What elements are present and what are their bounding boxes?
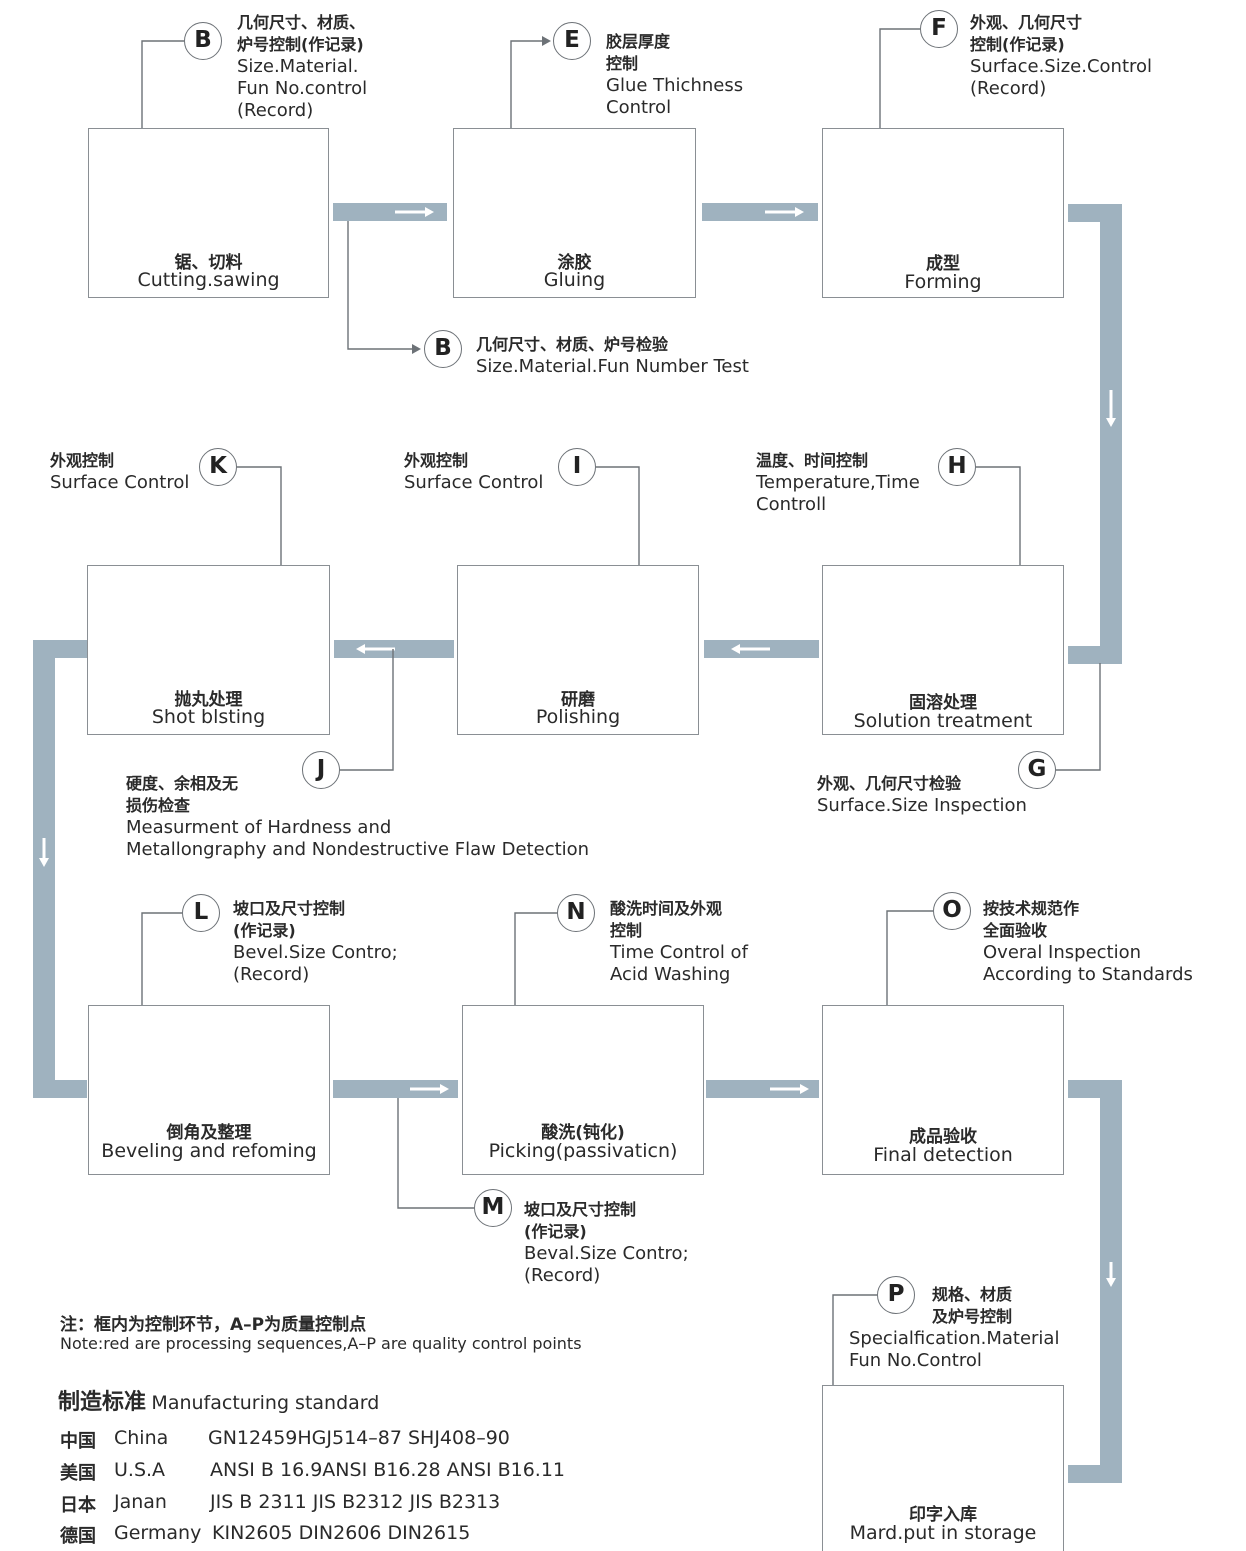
control-point-j: J	[302, 751, 340, 789]
standard-country-en: Germany	[114, 1522, 202, 1544]
control-label-i: 外观控制 Surface Control	[404, 451, 544, 493]
process-label-en: Picking(passivaticn)	[488, 1140, 678, 1162]
control-point-i: I	[558, 448, 596, 486]
standard-country-en: U.S.A	[114, 1459, 166, 1481]
process-label-en: Solution treatment	[853, 710, 1033, 732]
process-label-zh: 固溶处理	[909, 693, 977, 713]
standard-country-zh: 日本	[60, 1495, 96, 1516]
note-zh: 注：框内为控制环节，A–P为质量控制点	[60, 1315, 367, 1335]
control-point-e: E	[553, 22, 591, 60]
control-label-n: 酸洗时间及外观 控制 Time Control of Acid Washing	[610, 899, 748, 985]
standard-country-zh: 美国	[60, 1463, 96, 1484]
control-point-b-cutting: B	[184, 22, 222, 60]
process-box-cutting: 锯、切料 Cutting.sawing	[88, 128, 329, 298]
control-point-o: O	[933, 892, 971, 930]
process-box-storage: 印字入库 Mard.put in storage	[822, 1385, 1064, 1551]
control-label-l: 坡口及尺寸控制 (作记录) Bevel.Size Contro; (Record…	[233, 899, 398, 985]
process-label-en: Final detection	[873, 1144, 1013, 1166]
process-label-zh: 酸洗(钝化)	[541, 1123, 625, 1143]
control-point-f: F	[920, 10, 958, 48]
process-label-zh: 印字入库	[909, 1505, 977, 1525]
control-label-g: 外观、几何尺寸检验 Surface.Size Inspection	[817, 774, 1027, 816]
process-label-zh: 成品验收	[909, 1127, 977, 1147]
control-point-g: G	[1018, 751, 1056, 789]
process-label-en: Shot blsting	[151, 706, 266, 728]
process-label-zh: 锯、切料	[174, 253, 243, 273]
process-label-en: Cutting.sawing	[137, 269, 280, 291]
process-box-final-detection: 成品验收 Final detection	[822, 1005, 1064, 1175]
standard-codes: ANSI B 16.9ANSI B16.28 ANSI B16.11	[210, 1459, 566, 1481]
process-label-zh: 抛丸处理	[174, 690, 243, 710]
process-box-solution-treatment: 固溶处理 Solution treatment	[822, 565, 1064, 735]
control-label-j: 硬度、余相及无 损伤检查 Measurment of Hardness and …	[126, 774, 590, 860]
standard-country-zh: 德国	[60, 1526, 96, 1547]
process-label-en: Forming	[904, 271, 982, 293]
standard-codes: KIN2605 DIN2606 DIN2615	[212, 1522, 471, 1544]
standards-title: 制造标准 Manufacturing standard	[58, 1384, 379, 1416]
process-label-zh: 倒角及整理	[166, 1123, 252, 1143]
control-label-h: 温度、时间控制 Temperature,Time Controll	[756, 451, 920, 515]
control-point-h: H	[938, 448, 976, 486]
process-label-zh: 涂胶	[557, 253, 592, 273]
leader-lines	[141, 28, 1101, 1385]
control-label-m: 坡口及尺寸控制 (作记录) Beval.Size Contro; (Record…	[524, 1200, 689, 1286]
process-label-en: Beveling and refoming	[101, 1140, 317, 1162]
control-label-e: 胶层厚度 控制 Glue Thichness Control	[606, 32, 744, 118]
standard-country-en: China	[114, 1427, 169, 1449]
process-label-en: Polishing	[535, 706, 621, 728]
standard-codes: JIS B 2311 JIS B2312 JIS B2313	[210, 1491, 501, 1513]
standard-codes: GN12459HGJ514–87 SHJ408–90	[208, 1427, 510, 1449]
process-label-zh: 成型	[926, 254, 960, 274]
flow-arrows	[39, 207, 1116, 1287]
control-point-m: M	[474, 1189, 512, 1227]
control-label-b-test: 几何尺寸、材质、炉号检验 Size.Material.Fun Number Te…	[476, 335, 749, 377]
standards-title-en: Manufacturing standard	[151, 1392, 380, 1414]
control-label-f: 外观、几何尺寸 控制(作记录) Surface.Size.Control (Re…	[970, 13, 1153, 99]
control-point-n: N	[557, 894, 595, 932]
process-box-beveling: 倒角及整理 Beveling and refoming	[88, 1005, 330, 1175]
process-label-en: Gluing	[543, 269, 606, 291]
control-point-b-test: B	[424, 330, 462, 368]
control-label-p: 规格、材质 及炉号控制 Specialfication.Material Fun…	[849, 1285, 1060, 1371]
process-box-picking: 酸洗(钝化) Picking(passivaticn)	[462, 1005, 704, 1175]
note-en: Note:red are processing sequences,A–P ar…	[60, 1334, 582, 1353]
control-point-l: L	[182, 894, 220, 932]
control-label-o: 按技术规范作 全面验收 Overal Inspection According …	[983, 899, 1193, 985]
control-point-k: K	[199, 448, 237, 486]
control-label-b-cutting: 几何尺寸、材质、 炉号控制(作记录) Size.Material. Fun No…	[237, 13, 368, 121]
standards-title-zh: 制造标准	[58, 1390, 147, 1415]
process-box-forming: 成型 Forming	[822, 128, 1064, 298]
control-point-p: P	[877, 1276, 915, 1314]
process-label-en: Mard.put in storage	[849, 1522, 1037, 1544]
process-box-gluing: 涂胶 Gluing	[453, 128, 696, 298]
process-box-polishing: 研磨 Polishing	[457, 565, 699, 735]
process-label-zh: 研磨	[561, 690, 595, 710]
control-label-k: 外观控制 Surface Control	[50, 451, 190, 493]
standard-country-en: Janan	[114, 1491, 167, 1513]
standard-country-zh: 中国	[60, 1431, 96, 1452]
process-box-shot-blasting: 抛丸处理 Shot blsting	[87, 565, 330, 735]
